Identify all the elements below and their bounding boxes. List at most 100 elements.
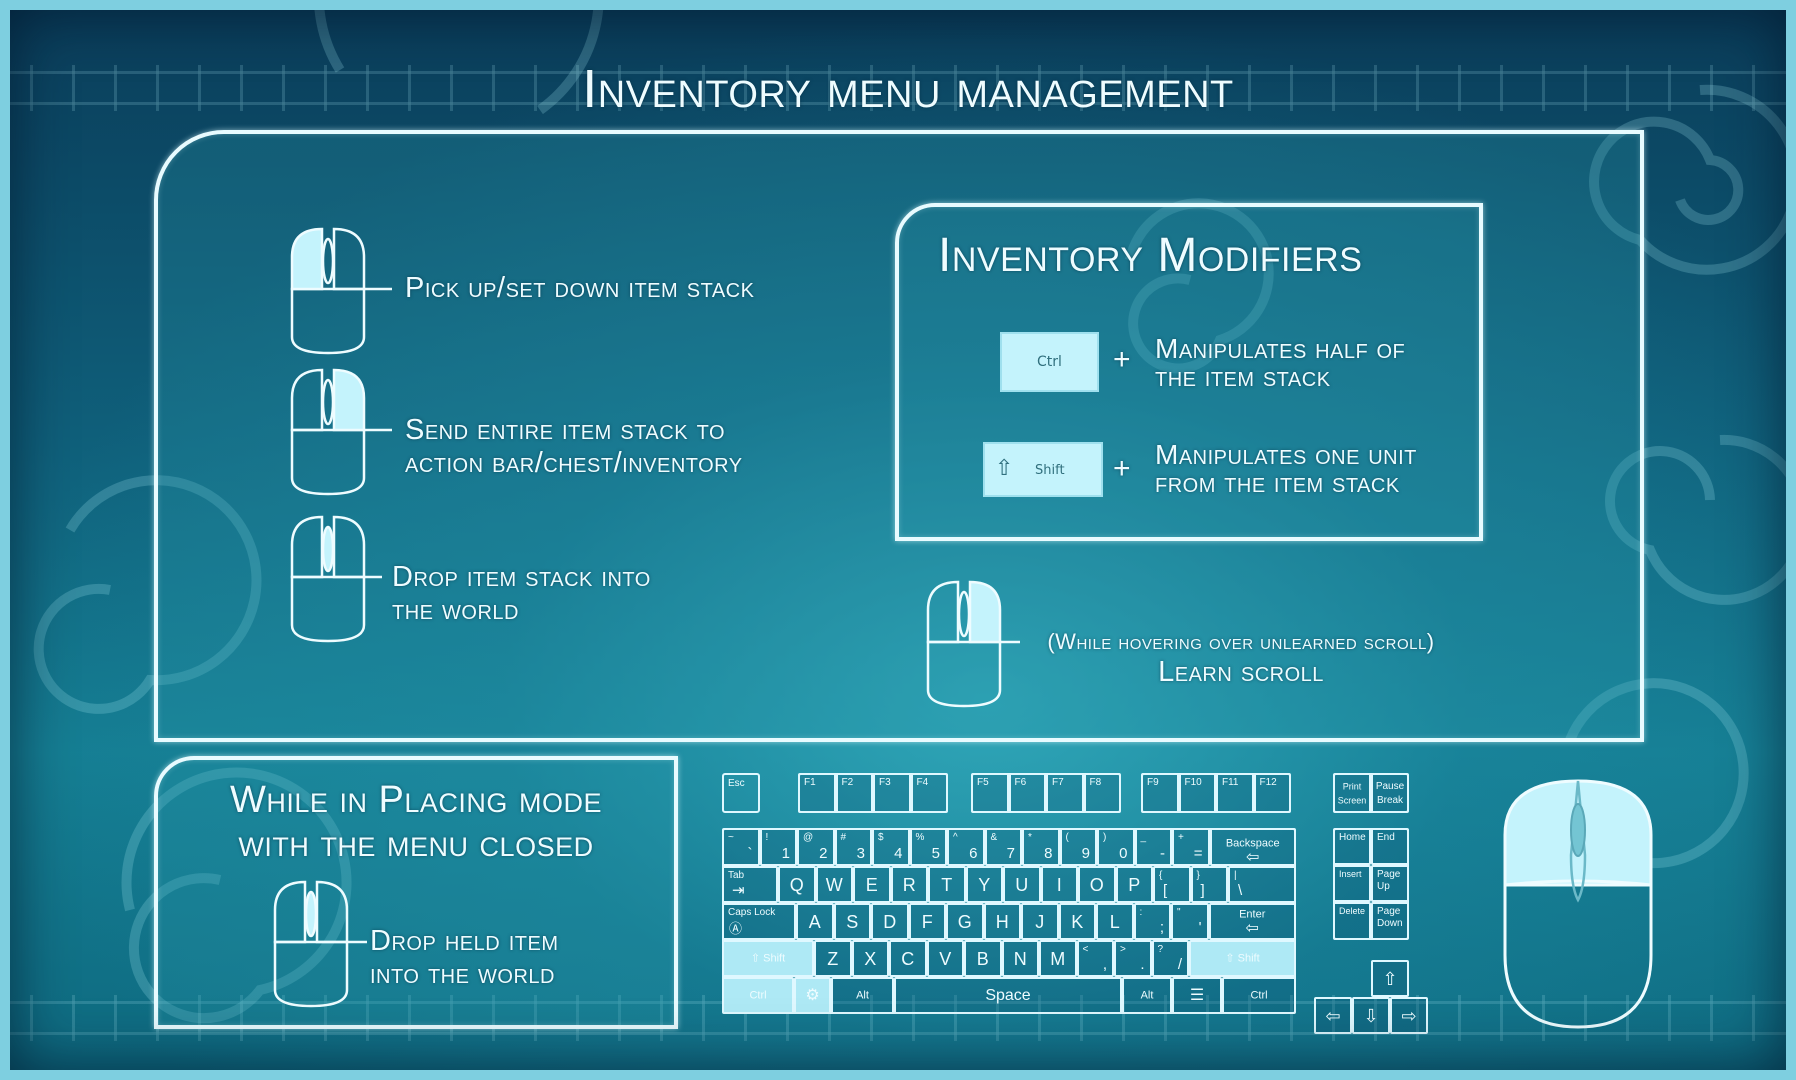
z-row-key-m: M [1039,940,1077,977]
a-row-key-d: D [871,903,909,940]
bracket-top-0: { [1159,870,1163,881]
q-row-key-w: W [815,866,853,903]
f-key-11: F11 [1216,773,1254,813]
f-key-label-10: F10 [1184,777,1202,788]
comma-bottom-2: / [1177,956,1182,973]
comma-top-0: < [1082,944,1089,955]
f-key-12: F12 [1253,773,1291,813]
comma-bottom-0: , [1102,956,1107,973]
bracket-bottom-2: \ [1238,882,1243,899]
number-row-bottom-7: 7 [1006,845,1015,862]
delete-key: Delete [1333,902,1371,940]
bracket-key-0: {[ [1153,866,1191,903]
number-row-top-5: % [915,832,925,843]
f-key-label-1: F1 [804,777,816,788]
f-key-8: F8 [1083,773,1121,813]
left-ctrl-key: Ctrl [722,977,794,1014]
number-row-bottom-2: 2 [819,845,828,862]
plus-sign-1: + [1113,343,1131,376]
number-row-top-8: * [1028,832,1032,843]
q-row-key-y: Y [965,866,1003,903]
space-key: Space [894,977,1122,1014]
number-row-key-8: *8 [1022,828,1060,866]
f-key-label-9: F9 [1147,777,1159,788]
f-key-10: F10 [1178,773,1216,813]
arrow-right-key: ⇨ [1390,997,1428,1034]
number-row-key-11: _- [1134,828,1172,866]
arrow-down-key: ⇩ [1352,997,1390,1034]
right-alt-label: Alt [1140,989,1154,1001]
number-row-key-9: (9 [1059,828,1097,866]
z-row-label-2: C [901,948,915,969]
a-row-key-g: G [946,903,984,940]
bracket-bottom-0: [ [1163,882,1168,899]
number-row-key-3: #3 [834,828,872,866]
q-row-label-5: Y [978,874,991,895]
modifier-desc-1-line-2: the item stack [1155,361,1331,392]
number-row-key-5: %5 [909,828,947,866]
tab-arrow-icon: ⇥ [732,882,745,899]
z-row-label-0: Z [827,948,839,969]
page-down-label-1: Page [1377,906,1401,917]
bracket-top-2: | [1234,870,1237,881]
f-key-label-6: F6 [1014,777,1027,788]
comma-top-1: > [1120,944,1126,955]
mouse-action-label-1: Pick up/set down item stack [405,272,755,304]
insert-key: Insert [1333,865,1371,902]
a-row-label-5: H [995,911,1009,932]
number-row-top-4: $ [878,832,884,843]
pause-label-2: Break [1376,795,1404,806]
z-row-key-b: B [964,940,1002,977]
number-row-key-4: $4 [872,828,910,866]
delete-label: Delete [1339,906,1366,916]
modifier-desc-2-line-1: Manipulates one unit [1155,439,1417,470]
print-label-1: Print [1342,781,1362,792]
z-row-key-n: N [1001,940,1039,977]
a-row-key-l: L [1096,903,1134,940]
arrow-left-key: ⇦ [1314,997,1352,1034]
number-row-top-0: ~ [728,832,734,843]
number-row-bottom-5: 5 [931,845,940,862]
a-row-key-s: S [833,903,871,940]
z-row-key-z: Z [814,940,852,977]
f-key-label-8: F8 [1089,777,1102,788]
q-row-label-7: I [1056,874,1062,895]
a-row-key-f: F [908,903,946,940]
placing-mode-title-2: with the menu closed [238,823,594,865]
number-row-key-0: ~` [722,828,760,866]
number-row-bottom-8: 8 [1044,845,1053,862]
a-row-label-7: K [1071,911,1084,932]
f-key-3: F3 [873,773,911,813]
q-row-label-3: R [902,874,916,895]
semicolon-key-1: "' [1171,903,1209,940]
left-ctrl-label: Ctrl [749,989,767,1001]
q-row-key-u: U [1003,866,1041,903]
end-key: End [1371,828,1409,865]
f-key-2: F2 [835,773,873,813]
a-row-key-a: A [796,903,834,940]
a-row-label-2: D [883,911,897,932]
q-row-key-o: O [1078,866,1116,903]
f-key-4: F4 [910,773,948,813]
z-row-label-1: X [864,948,877,969]
bottom-meander-pattern [10,995,1786,1041]
arrow-right-icon: ⇨ [1401,1005,1417,1026]
number-row-top-12: + [1178,832,1184,843]
page-down-label-2: Down [1377,918,1403,929]
z-row-label-3: V [939,948,952,969]
number-row-key-12: += [1172,828,1210,866]
right-ctrl-key: Ctrl [1222,977,1296,1014]
bracket-key-1: }] [1190,866,1228,903]
q-row-label-1: W [825,874,843,895]
arrow-up-key: ⇧ [1371,960,1409,997]
q-row-key-e: E [853,866,891,903]
placing-mode-desc-line-1: Drop held item [370,925,559,957]
f-key-label-3: F3 [879,777,891,788]
number-row-bottom-3: 3 [856,845,865,862]
menu-icon: ☰ [1189,986,1205,1004]
f-key-6: F6 [1008,773,1046,813]
scroll-hint-condition: (While hovering over unlearned scroll) [1047,629,1435,654]
number-row-top-1: ! [765,832,769,843]
